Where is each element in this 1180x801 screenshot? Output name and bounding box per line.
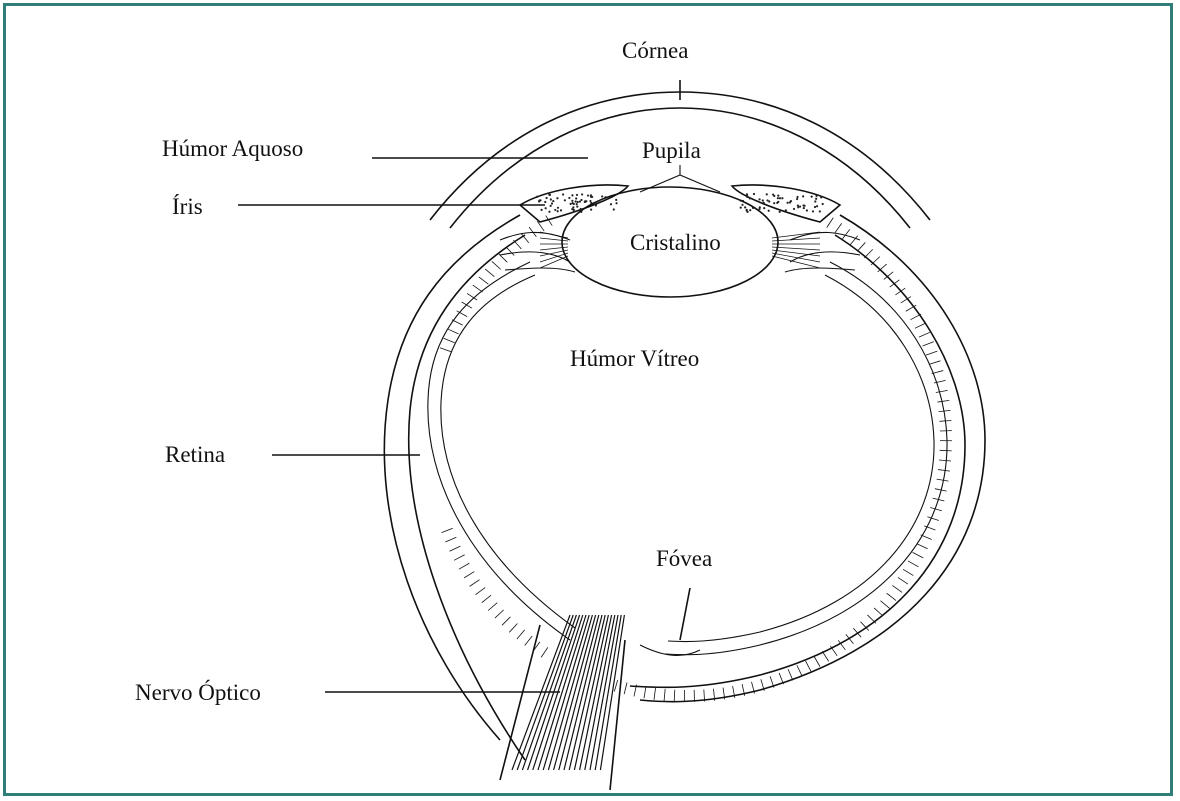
label-retina: Retina xyxy=(165,442,225,467)
label-pupila: Pupila xyxy=(642,138,701,163)
sclera-inner xyxy=(409,235,525,760)
leader-fovea xyxy=(680,588,690,640)
label-cornea: Córnea xyxy=(622,38,688,63)
label-humor-aquoso: Húmor Aquoso xyxy=(162,136,303,161)
retina-hatching xyxy=(440,216,952,702)
retina-inner xyxy=(441,275,575,628)
label-humor-vitreo: Húmor Vítreo xyxy=(570,346,699,371)
label-nervo-optico: Nervo Óptico xyxy=(135,679,261,705)
ciliary-right xyxy=(785,232,860,272)
label-fovea: Fóvea xyxy=(656,546,712,571)
retina-outer xyxy=(428,262,570,640)
label-iris: Íris xyxy=(172,194,203,219)
label-cristalino: Cristalino xyxy=(630,230,721,255)
